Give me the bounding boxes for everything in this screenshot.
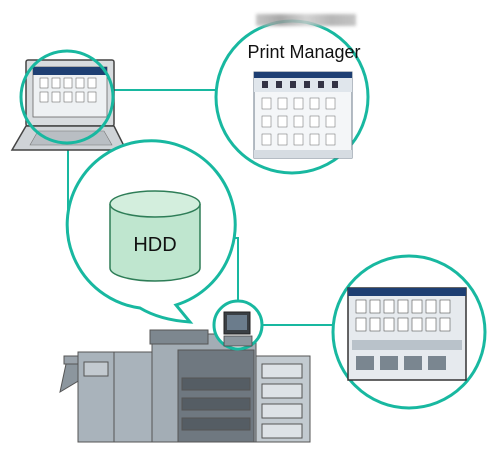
database-icon: [109, 190, 201, 282]
printer-icon: [59, 329, 311, 443]
panel-screen: [347, 287, 467, 381]
laptop-zoom-circle: [19, 49, 115, 145]
laptop-icon: [10, 59, 128, 151]
control-panel-icon: [223, 311, 253, 347]
blurred-header: [256, 14, 356, 26]
print-manager-title: Print Manager: [247, 42, 361, 62]
hdd-label: HDD: [133, 234, 177, 256]
print-manager-window: [253, 71, 353, 159]
